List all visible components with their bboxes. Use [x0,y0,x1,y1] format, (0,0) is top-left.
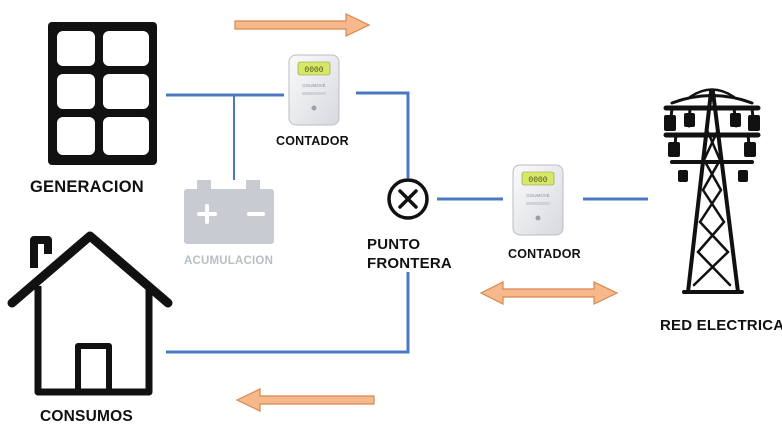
generacion-label: GENERACION [30,178,144,196]
red-electrica-label: RED ELECTRICA [660,317,782,334]
meter-brand-text-right: GOUMOVE [526,193,550,198]
connection-lines [166,91,648,354]
flow-arrows [234,13,619,412]
electricity-meter-icon-right: 0000 GOUMOVE [512,164,564,236]
punto-frontera-line2: FRONTERA [367,255,452,272]
contador-right-label: CONTADOR [508,247,581,261]
line-meter-to-frontier [356,91,410,178]
battery-icon [184,180,274,244]
meter-brand-text-top: GOUMOVE [302,83,326,88]
arrow-right-top [234,13,371,37]
svg-text:0000: 0000 [304,66,323,75]
arrow-left-bottom [235,388,375,412]
line-frontier-to-consumos [166,272,410,354]
arrow-bidirectional [479,281,619,305]
acumulacion-label: ACUMULACION [184,255,274,267]
punto-frontera-label: PUNTO FRONTERA [367,235,452,273]
svg-text:0000: 0000 [528,176,547,185]
power-tower-icon [663,88,761,294]
solar-panel-icon [48,22,157,165]
contador-top-label: CONTADOR [276,134,349,148]
electricity-meter-icon-top: 0000 GOUMOVE [288,54,340,126]
punto-frontera-line1: PUNTO [367,236,421,253]
frontier-point-icon [387,178,429,220]
consumos-label: CONSUMOS [40,408,133,425]
house-icon [7,231,173,396]
